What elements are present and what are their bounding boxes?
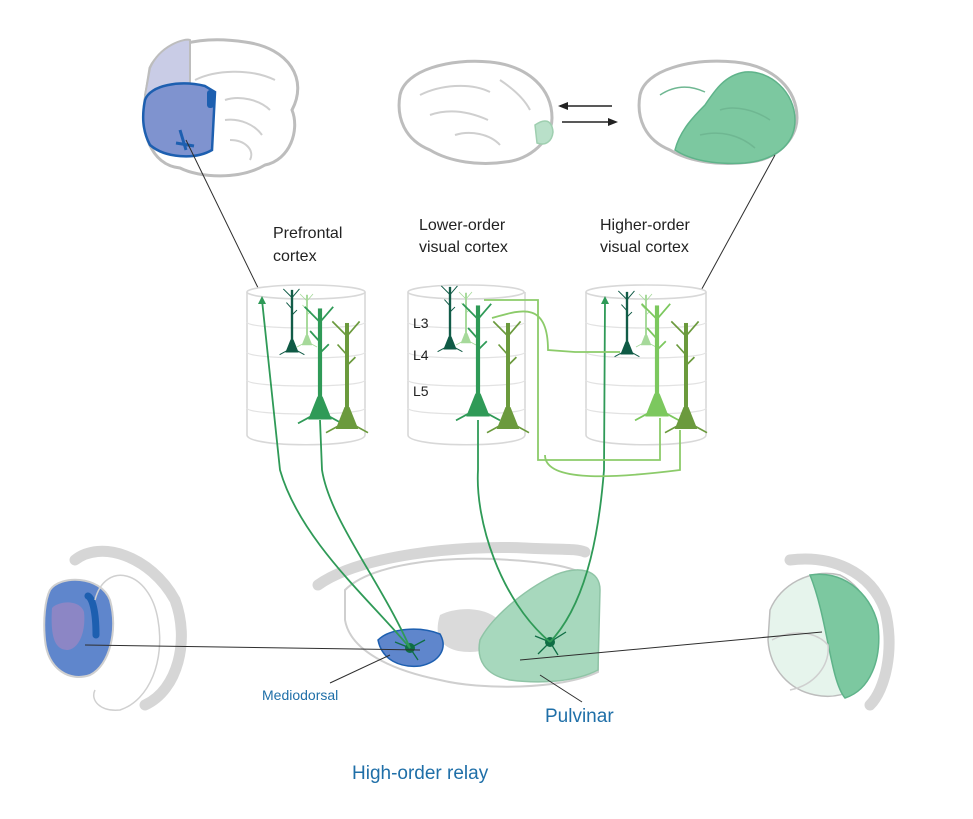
layer-label-l5: L5	[413, 383, 429, 399]
bidirectional-arrow-icon	[558, 102, 618, 126]
cortical-column-icon	[246, 284, 366, 446]
pulvinar-to-section-line	[519, 631, 823, 661]
higher-visual-pointer-line	[697, 154, 776, 297]
layer-label-l4: L4	[413, 347, 429, 363]
eye-to-md-line	[84, 644, 421, 651]
md-label-pointer	[329, 654, 391, 684]
higher-visual-label-line2: visual cortex	[600, 239, 689, 256]
mediodorsal-label: Mediodorsal	[262, 687, 338, 703]
layer-label-l3: L3	[413, 315, 429, 331]
pulvinar-section-icon	[767, 553, 895, 711]
pulvinar-label-pointer	[539, 674, 583, 703]
projection-fibers	[258, 296, 681, 649]
thalamus-icon	[312, 542, 601, 688]
brain-lateral-icon	[637, 59, 799, 165]
brain-medial-icon	[141, 38, 300, 178]
lower-visual-label-line1: Lower-order	[419, 217, 506, 234]
prefrontal-label-line2: cortex	[273, 248, 317, 265]
prefrontal-label-line1: Prefrontal	[273, 225, 342, 242]
cortical-column-icon	[407, 284, 526, 446]
pulvinar-label: Pulvinar	[545, 706, 614, 727]
prefrontal-pointer-line	[185, 139, 263, 297]
eye-diagram-icon	[43, 545, 187, 711]
brain-lateral-icon	[397, 59, 554, 165]
lower-visual-label-line2: visual cortex	[419, 239, 508, 256]
higher-visual-label-line1: Higher-order	[600, 217, 690, 234]
relay-title: High-order relay	[352, 763, 489, 784]
